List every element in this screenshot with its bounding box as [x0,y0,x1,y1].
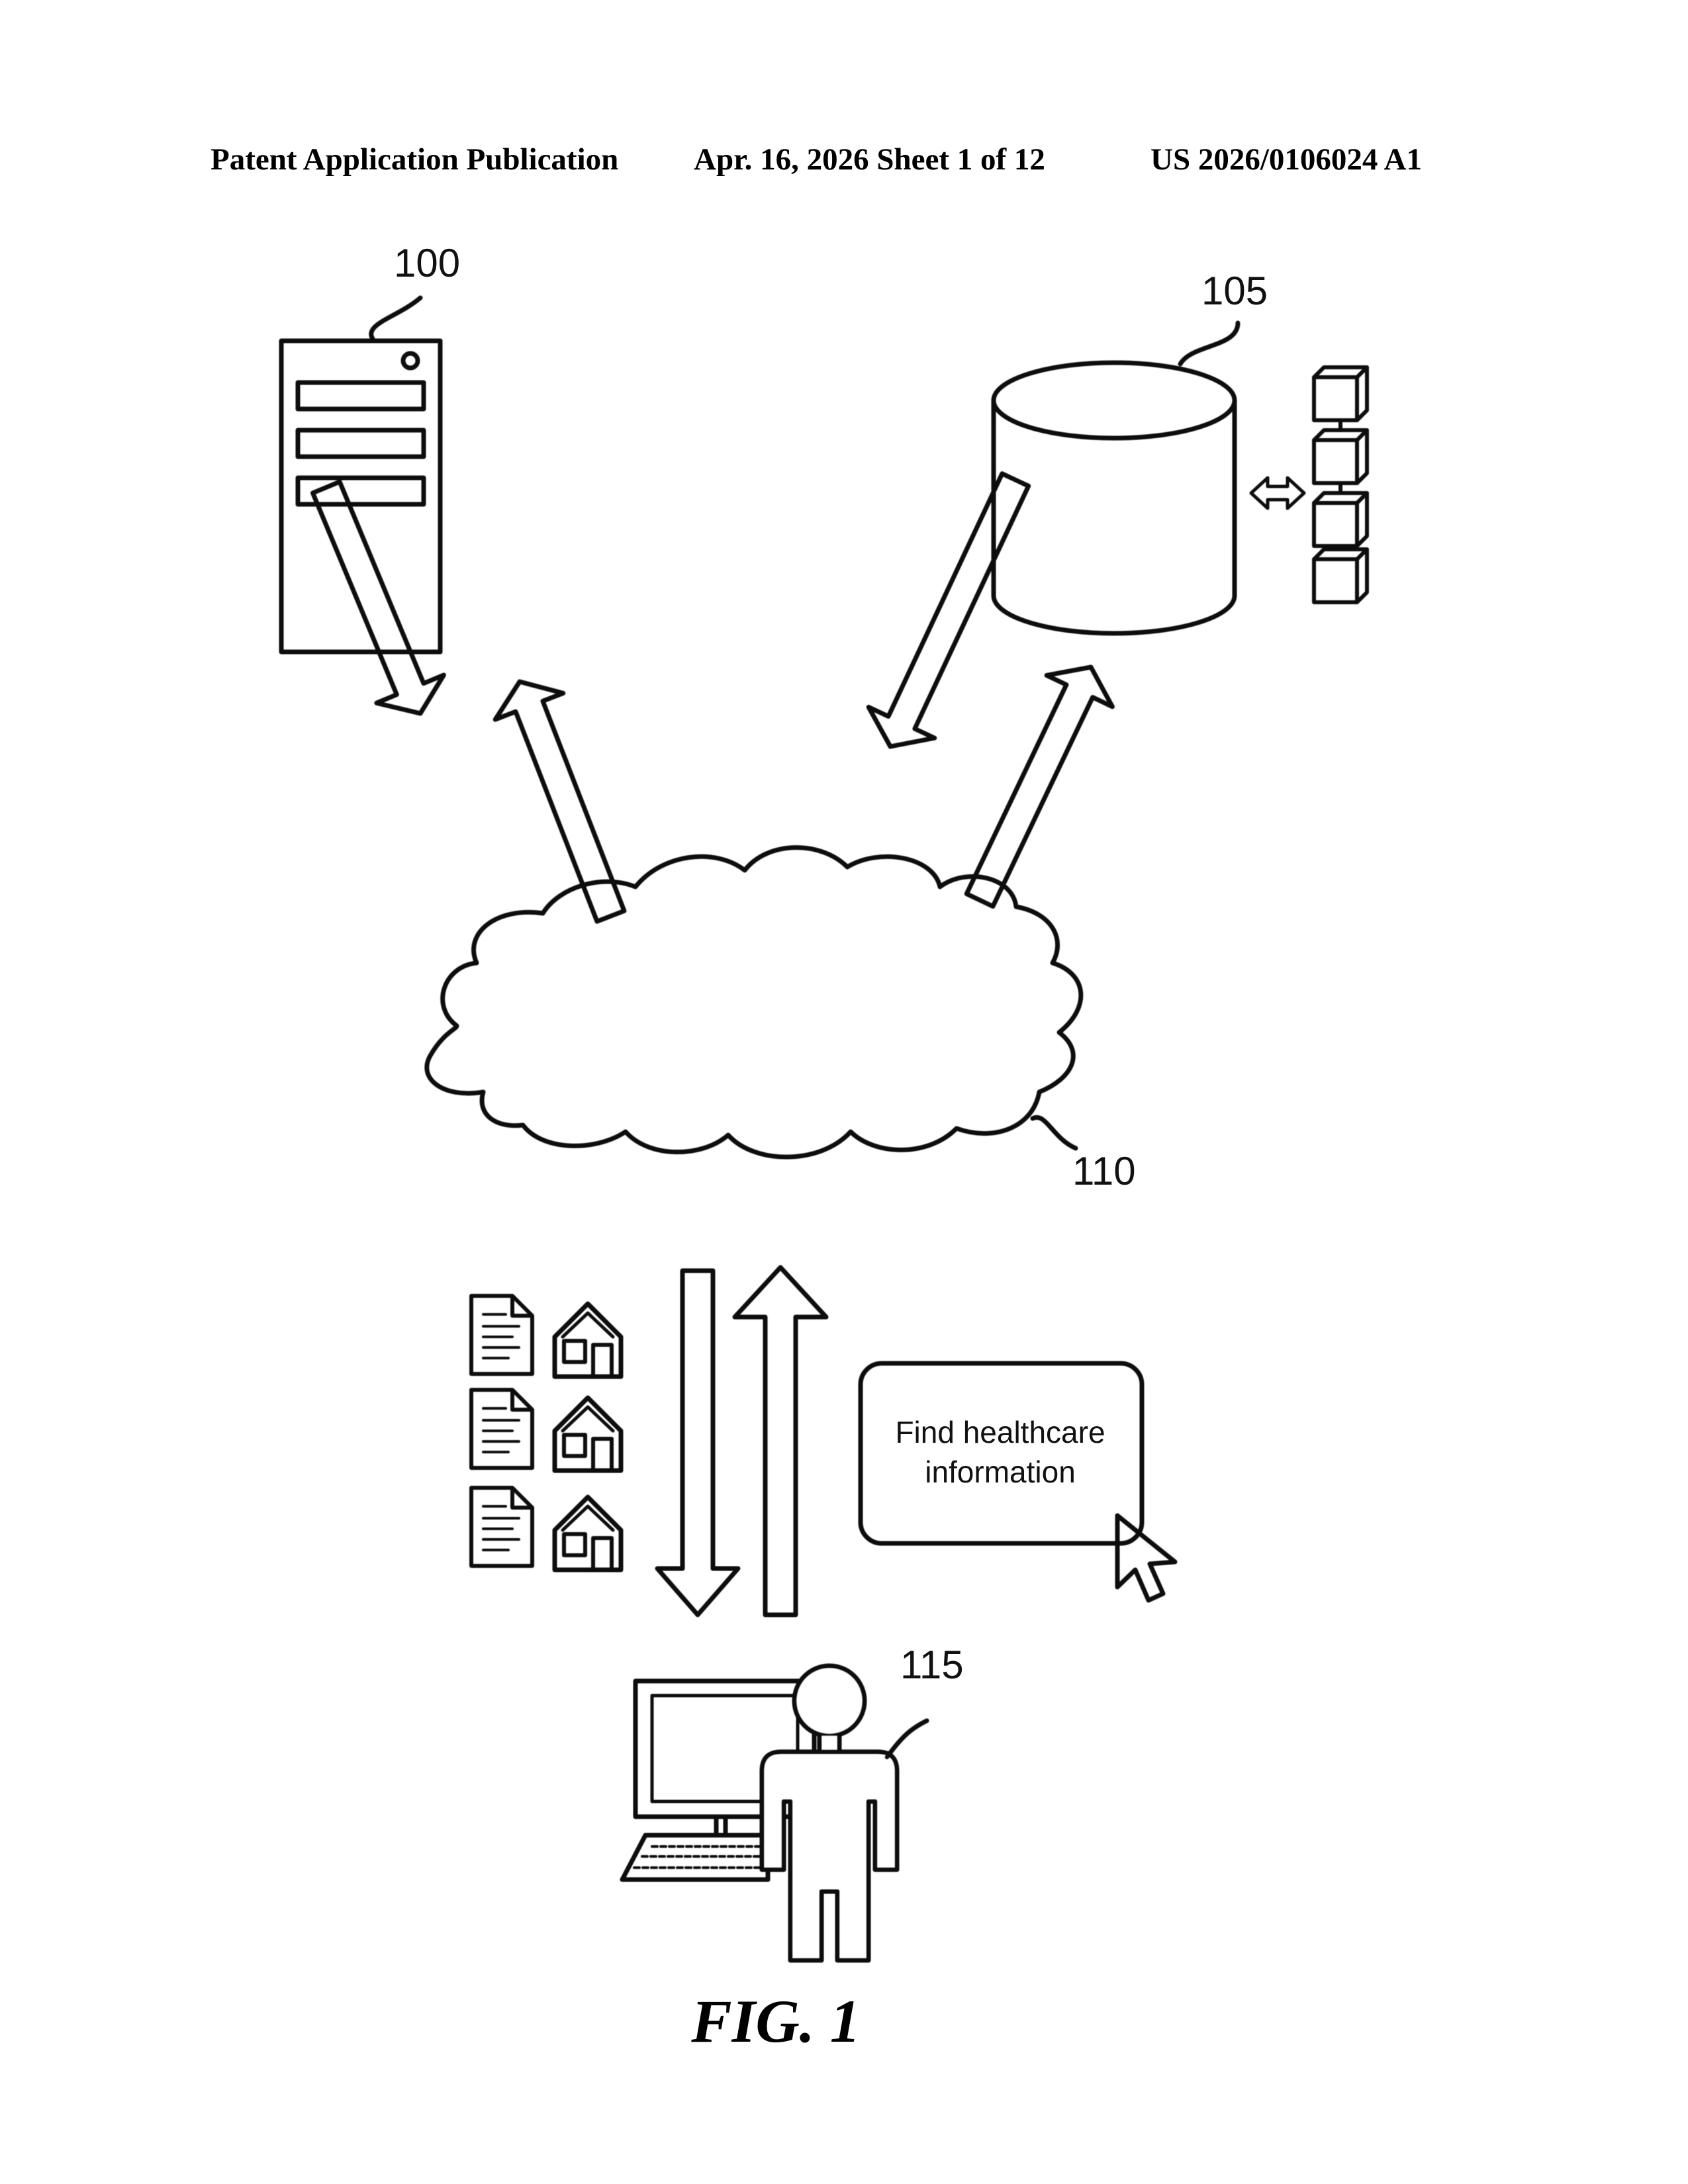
document-icon [471,1390,532,1468]
user-leader-line [887,1721,927,1757]
ref-database-label: 105 [1201,269,1268,313]
house-icon [555,1304,621,1377]
house-icon [555,1497,621,1570]
server-to-network-arrow [293,473,454,727]
ref-network-label: 110 [1072,1149,1136,1193]
server-leader-line [371,298,420,341]
database-leader-line [1180,323,1238,364]
network-cloud-icon [427,848,1081,1158]
user-icon [762,1666,897,1960]
search-prompt-line-1: Find healthcare [895,1415,1105,1449]
search-prompt-box [861,1363,1142,1543]
ref-server-label: 100 [394,241,460,285]
house-icon [555,1398,621,1471]
cursor-icon [1117,1516,1175,1600]
figure-label: FIG. 1 [690,1987,861,2055]
database-icon [994,363,1235,633]
document-icon [471,1296,532,1374]
ref-user-label: 115 [900,1643,964,1687]
network-to-user-arrow [657,1271,738,1615]
database-to-network-arrow [857,465,1048,762]
search-prompt-line-2: information [925,1455,1076,1489]
house-icons [555,1304,621,1570]
user-to-network-arrow [735,1267,826,1615]
document-icons [471,1296,532,1566]
document-icon [471,1488,532,1566]
blockchain-blocks-icon [1314,367,1367,602]
network-leader-line [1033,1117,1076,1148]
double-arrow-icon [1251,478,1304,508]
